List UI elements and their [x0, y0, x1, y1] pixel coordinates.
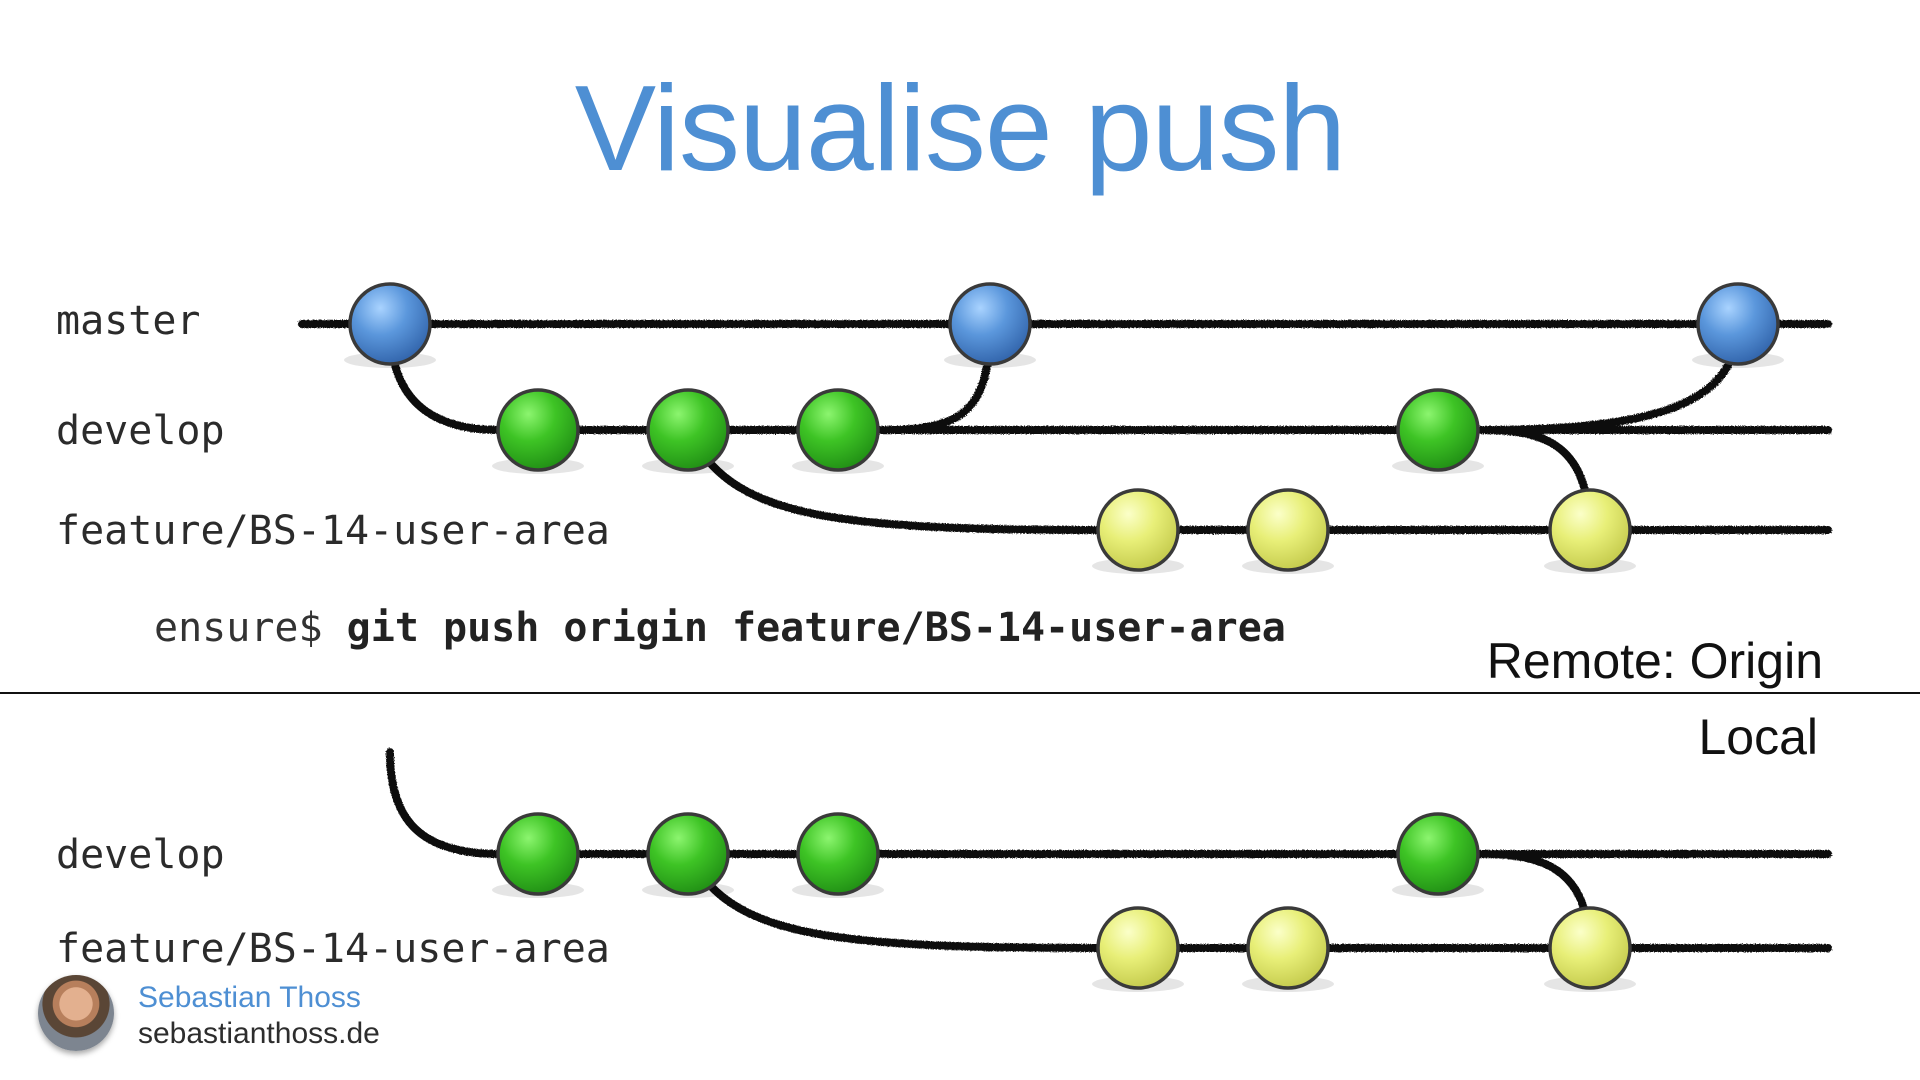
remote-branch-label-master: master [56, 298, 201, 344]
remote-develop-commit-1 [496, 388, 580, 472]
local-branch-label-feature: feature/BS-14-user-area [56, 926, 610, 972]
remote-branch-label-develop: develop [56, 408, 225, 454]
remote-develop-commit-3 [796, 388, 880, 472]
push-command: ensure$ git push origin feature/BS-14-us… [154, 605, 1286, 651]
remote-feature-commit-3 [1548, 488, 1632, 572]
local-develop-to-feature-curve [684, 850, 1104, 952]
remote-zone-label: Remote: Origin [1486, 633, 1823, 689]
remote-local-divider [0, 692, 1920, 694]
local-develop-commit-2 [646, 812, 730, 896]
remote-feature-commit-1 [1096, 488, 1180, 572]
command-prompt: ensure$ [154, 605, 323, 651]
remote-branch-label-feature: feature/BS-14-user-area [56, 508, 610, 554]
local-feature-commit-2 [1246, 906, 1330, 990]
local-feature-commit-3 [1548, 906, 1632, 990]
author-avatar [38, 975, 114, 1051]
local-zone-label: Local [1698, 709, 1818, 765]
remote-develop-to-feature-curve [684, 426, 1104, 534]
local-branch-label-develop: develop [56, 832, 225, 878]
remote-develop-commit-2 [646, 388, 730, 472]
local-feature-commit-1 [1096, 906, 1180, 990]
local-develop-commit-3 [796, 812, 880, 896]
author-card: Sebastian Thoss sebastianthoss.de [38, 975, 458, 1055]
author-name: Sebastian Thoss [138, 981, 361, 1014]
local-develop-incoming-curve [386, 748, 504, 858]
remote-develop-commit-4 [1396, 388, 1480, 472]
remote-master-commit-1 [348, 282, 432, 366]
slide-title: Visualise push [574, 60, 1346, 196]
remote-develop-to-master-merge-curve [1476, 320, 1742, 434]
remote-master-commit-2 [948, 282, 1032, 366]
local-develop-commit-1 [496, 812, 580, 896]
command-text: git push origin feature/BS-14-user-area [346, 605, 1286, 651]
remote-feature-commit-2 [1246, 488, 1330, 572]
remote-master-commit-3 [1696, 282, 1780, 366]
local-develop-commit-4 [1396, 812, 1480, 896]
author-site: sebastianthoss.de [138, 1017, 380, 1050]
